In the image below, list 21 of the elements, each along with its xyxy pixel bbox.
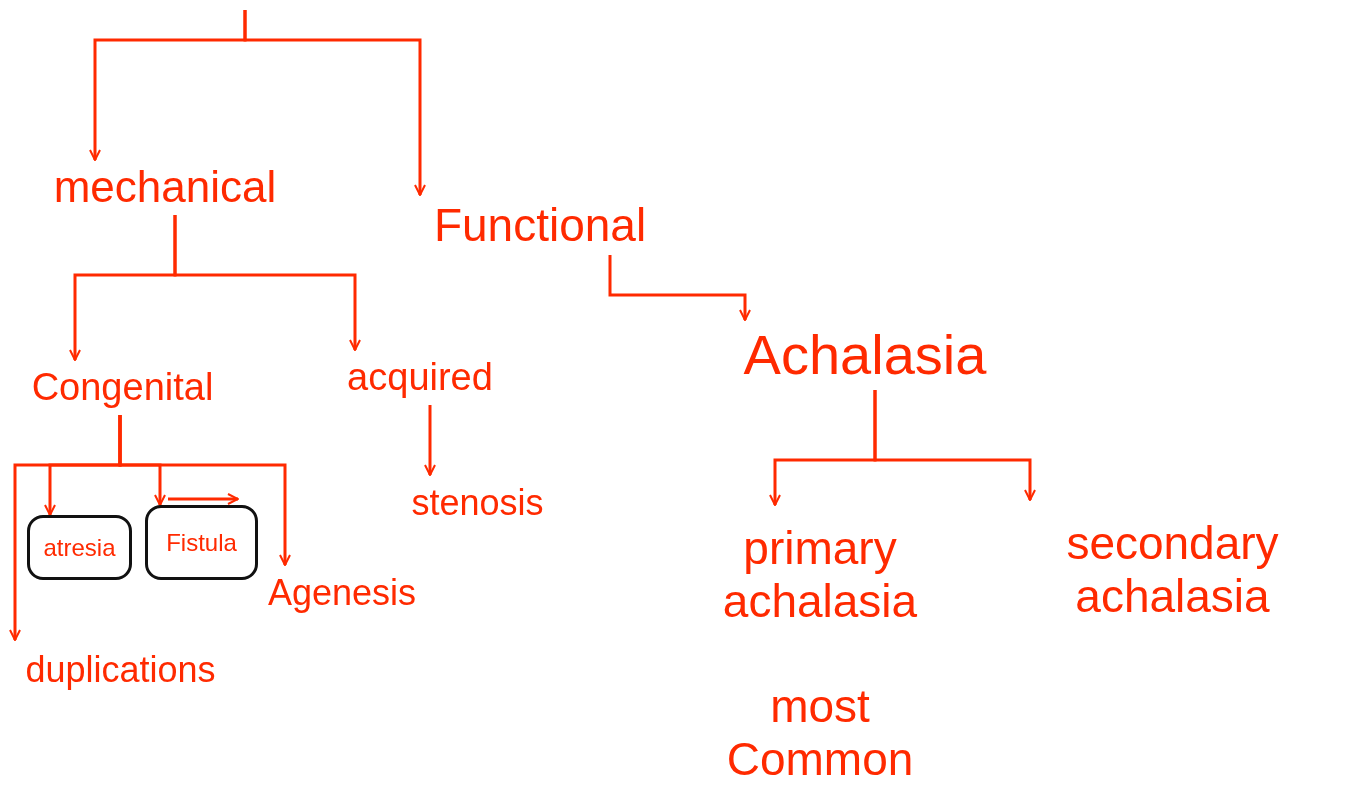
node-label: primary achalasia: [721, 522, 919, 628]
node-label: Agenesis: [267, 571, 417, 614]
arrow: [608, 255, 751, 321]
node-label: stenosis: [411, 481, 544, 524]
node-label: acquired: [347, 355, 493, 400]
arrow: [173, 215, 361, 351]
node-label: mechanical: [53, 162, 277, 213]
node-label: Congenital: [31, 365, 214, 410]
node-label: Achalasia: [743, 322, 987, 388]
outlined-box: [27, 515, 132, 580]
node-label: Functional: [433, 198, 647, 252]
note-text: most Common: [725, 680, 915, 786]
node-label: atresia: [43, 533, 116, 562]
arrow: [424, 405, 436, 476]
arrow: [873, 390, 1036, 501]
arrow: [9, 415, 122, 641]
node-label: Fistula: [166, 528, 237, 557]
node-label: duplications: [25, 649, 216, 691]
arrow: [243, 10, 426, 196]
node-label: secondary achalasia: [1065, 517, 1280, 623]
outlined-box: [145, 505, 258, 580]
